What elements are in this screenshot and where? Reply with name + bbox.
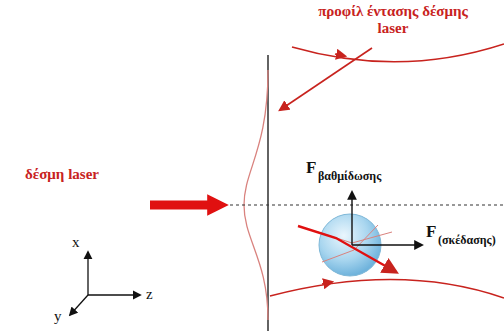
laser-arrow xyxy=(150,201,218,210)
refracted-ray xyxy=(298,226,396,272)
axis-x xyxy=(87,252,88,295)
optical-axis xyxy=(230,204,504,205)
force-subscript: (σκέδασης) xyxy=(438,234,496,248)
scattering-force xyxy=(352,244,422,245)
laser-label: δέσμη laser xyxy=(22,166,102,183)
ray xyxy=(318,232,392,243)
beam-arrow xyxy=(322,282,332,284)
beam-edge xyxy=(270,279,504,298)
axis-label: y xyxy=(54,308,62,325)
axis-y xyxy=(70,295,88,315)
leader-line xyxy=(280,48,372,110)
axis-label: x xyxy=(72,234,80,251)
profile-label: προφίλ έντασης δέσμης laser xyxy=(318,3,468,38)
force-symbol: F xyxy=(306,158,316,178)
beam-arrow xyxy=(335,54,345,56)
beam-edge xyxy=(292,44,504,62)
axis-label: z xyxy=(146,286,153,303)
intensity-profile xyxy=(244,70,268,320)
force-subscript: βαθμίδωσης xyxy=(318,170,381,184)
gradient-force xyxy=(351,192,352,245)
axis-z xyxy=(88,294,140,295)
force-symbol: F xyxy=(426,222,436,242)
